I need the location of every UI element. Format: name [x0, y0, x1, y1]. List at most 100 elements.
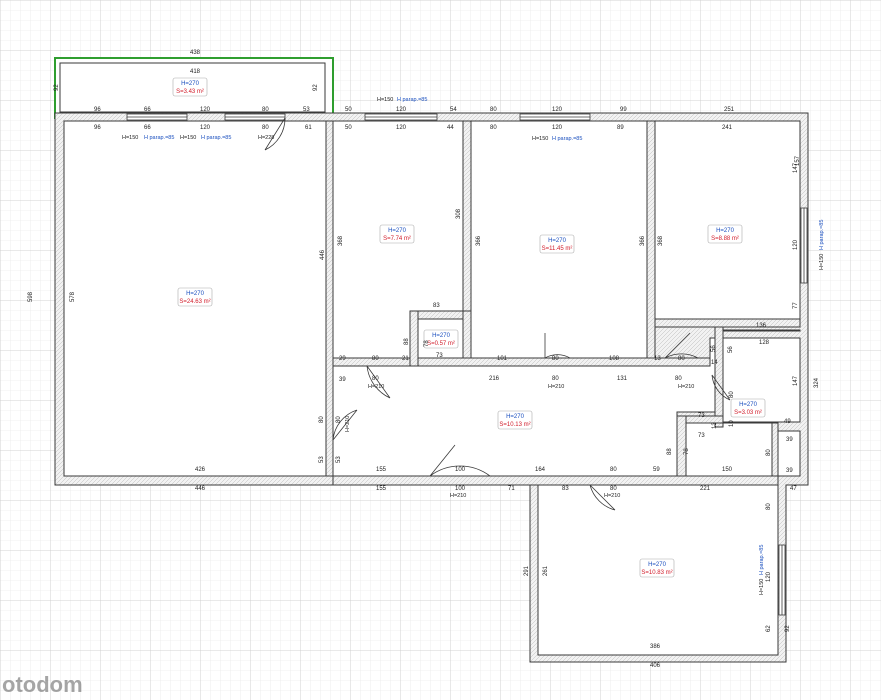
dim-r1-80b: 80 — [490, 107, 497, 113]
dim-v-80b: 80 — [336, 416, 342, 423]
dim-balc-92b: 92 — [313, 84, 319, 91]
dimension-labels: 438 418 92 92 96 66 120 80 53 50 120 54 … — [28, 50, 820, 669]
dim-balc-92a: 92 — [54, 84, 60, 91]
dim-r1-50: 50 — [345, 107, 352, 113]
room-area-bath: S=3.03 m² — [734, 410, 762, 416]
dim-bath-73b: 73 — [698, 433, 705, 439]
dim-left-578: 578 — [70, 291, 76, 302]
dim-right-120: 120 — [793, 239, 799, 250]
dim-bath-78: 78 — [684, 448, 690, 455]
windows — [126, 113, 808, 616]
dim-top-438: 438 — [190, 50, 201, 56]
dim-r1-120c: 120 — [552, 107, 563, 113]
dim-bot-80b: 80 — [610, 486, 617, 492]
dim-bath-49: 49 — [784, 419, 791, 425]
dim-h-80d: 80 — [372, 376, 379, 382]
window-4-parapet: H parap.=85 — [552, 136, 582, 142]
dim-bot-80: 80 — [610, 467, 617, 473]
room-area-hall: S=10.13 m² — [499, 422, 530, 428]
dim-h-108: 108 — [609, 356, 620, 362]
room-area-large: S=24.63 m² — [179, 299, 210, 305]
dim-r3-366a: 366 — [476, 235, 482, 246]
room-area-balcony: S=3.43 m² — [176, 89, 204, 95]
dim-n-56: 56 — [711, 345, 717, 352]
dim-h-80f: 80 — [675, 376, 682, 382]
dim-bot-164: 164 — [535, 467, 546, 473]
window-3-height: H=150 — [377, 97, 393, 103]
dim-br-120: 120 — [766, 571, 772, 582]
dim-bot-446: 446 — [195, 486, 206, 492]
dim-v-80: 80 — [319, 416, 325, 423]
interior-walls — [325, 120, 801, 486]
dim-r1-80: 80 — [262, 107, 269, 113]
room-area-room2: S=7.74 m² — [383, 236, 411, 242]
dim-right-77: 77 — [793, 302, 799, 309]
room-label-box — [379, 224, 415, 244]
dim-r2-120b: 120 — [396, 125, 407, 131]
dim-bath-39b: 39 — [786, 468, 793, 474]
dim-h-80b: 80 — [552, 356, 559, 362]
dim-r2-368: 368 — [338, 235, 344, 246]
dim-h-131: 131 — [617, 376, 628, 382]
room-label-box — [639, 558, 675, 578]
dim-h-39: 39 — [339, 377, 346, 383]
dim-r2-80: 80 — [262, 125, 269, 131]
room-height-room4: H=270 — [716, 228, 735, 234]
dim-bot-83: 83 — [562, 486, 569, 492]
door-labels: H=228 H=210 H=210 H=210 H=210 H=210 H=21… — [258, 135, 694, 499]
dim-r1-53: 53 — [303, 107, 310, 113]
window-3-parapet: H parap.=85 — [397, 97, 427, 103]
dim-h-21: 21 — [402, 356, 409, 362]
room-area-room4: S=8.88 m² — [711, 236, 739, 242]
dim-r1-96: 96 — [94, 107, 101, 113]
door-room4 — [664, 332, 699, 359]
dim-right-324: 324 — [814, 377, 820, 388]
room-label-box — [497, 410, 533, 430]
dim-bot-71: 71 — [508, 486, 515, 492]
dim-r2-66: 66 — [144, 125, 151, 131]
room-height-room2: H=270 — [388, 228, 407, 234]
dim-br-62: 62 — [766, 625, 772, 632]
dim-v-80c: 80 — [729, 391, 735, 398]
dim-h-80: 80 — [372, 356, 379, 362]
door-bath — [711, 374, 731, 401]
dim-v-13: 13 — [712, 422, 718, 429]
door-large — [332, 409, 358, 441]
window-1-parapet: H parap.=85 — [144, 135, 174, 141]
dim-r2-50: 50 — [345, 125, 352, 131]
dim-r2-120c: 120 — [552, 125, 563, 131]
dim-br-261: 261 — [543, 565, 549, 576]
dim-r1-66: 66 — [144, 107, 151, 113]
dim-r2-80b: 80 — [490, 125, 497, 131]
dim-r2-89: 89 — [617, 125, 624, 131]
room-height-bottom: H=270 — [648, 562, 667, 568]
room-height-room3: H=270 — [548, 238, 567, 244]
dim-br-92: 92 — [785, 625, 791, 632]
dim-r2-120: 120 — [200, 125, 211, 131]
dim-r2-44: 44 — [447, 125, 454, 131]
window-2-height: H=150 — [180, 135, 196, 141]
dim-h-216: 216 — [489, 376, 500, 382]
dim-bot-47: 47 — [790, 486, 797, 492]
dim-c-83: 83 — [433, 303, 440, 309]
window-2-parapet: H parap.=85 — [201, 135, 231, 141]
door-room3 — [544, 333, 571, 359]
window-5-parapet: H parap.=85 — [819, 220, 825, 250]
dim-c-88: 88 — [404, 338, 410, 345]
dim-h-29: 29 — [339, 356, 346, 362]
dim-r1-120b: 120 — [396, 107, 407, 113]
room-area-closet: S=0.57 m² — [427, 341, 455, 347]
dim-bot-426: 426 — [195, 467, 206, 473]
dim-br-406: 406 — [650, 663, 661, 669]
dim-h-101: 101 — [497, 356, 508, 362]
room-label-box — [707, 224, 743, 244]
dim-r2-96: 96 — [94, 125, 101, 131]
dim-right-147b: 147 — [793, 375, 799, 386]
door-bottom — [589, 484, 616, 511]
dim-mid-446: 446 — [320, 249, 326, 260]
dim-n-128: 128 — [759, 340, 770, 346]
